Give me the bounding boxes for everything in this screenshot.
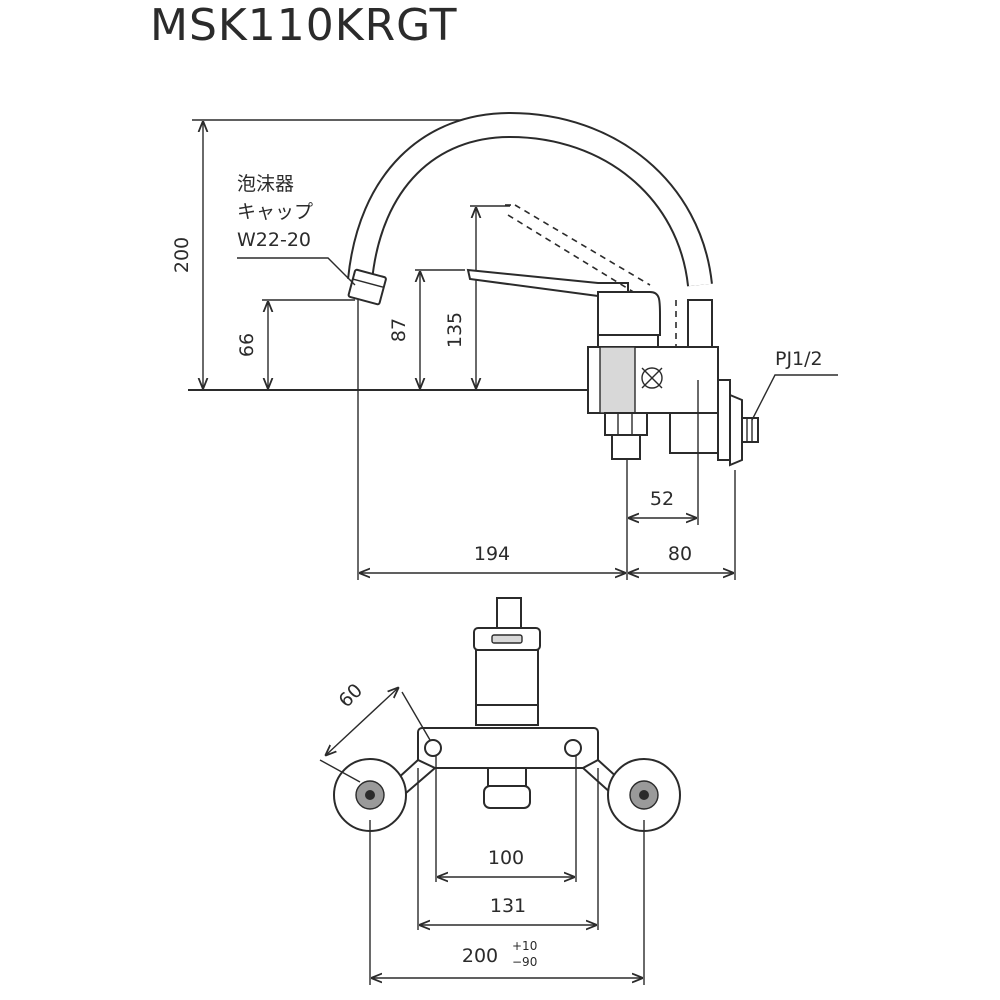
dim-label-80: 80 <box>668 543 692 565</box>
bottom-stem <box>611 434 641 460</box>
ext-line-60-b <box>319 759 361 783</box>
dim-label-52: 52 <box>650 488 674 510</box>
ext-line-60-a <box>401 691 431 741</box>
dim-label-87: 87 <box>388 318 410 342</box>
tol-minus: −90 <box>512 955 537 969</box>
pipe-thread <box>741 417 759 443</box>
front-cartridge-slot <box>491 634 523 644</box>
dim-label-194: 194 <box>474 543 510 565</box>
tol-plus: +10 <box>512 939 537 953</box>
dim-label-135: 135 <box>444 312 466 348</box>
front-top-stem <box>496 597 522 629</box>
aerator-leader <box>237 257 356 286</box>
front-eccentric-left-core <box>365 790 375 800</box>
valve-shade <box>599 346 636 414</box>
dim-label-200: 200 <box>171 237 193 273</box>
dim-line-60 <box>326 688 398 755</box>
cartridge-body <box>597 291 661 336</box>
valve-nut-circle <box>641 367 663 389</box>
dim-label-66: 66 <box>236 333 258 357</box>
dim-label-60: 60 <box>334 679 367 712</box>
aerator-label-3: W22-20 <box>237 229 311 251</box>
front-outlet-ring <box>483 785 531 809</box>
pipe-thread-leader <box>751 374 838 421</box>
front-outlet-nut <box>487 767 527 787</box>
lever-raised-top <box>514 204 651 286</box>
aerator-cap <box>347 268 387 306</box>
model-title: MSK110KRGT <box>150 0 458 51</box>
dim-label-100: 100 <box>488 847 524 869</box>
front-eccentric-right-core <box>639 790 649 800</box>
front-cartridge-body <box>475 649 539 706</box>
front-cartridge-base <box>475 704 539 726</box>
dim-label-131: 131 <box>490 895 526 917</box>
valve-nut-x2 <box>641 367 663 389</box>
wall-bracket <box>669 412 719 454</box>
dim-label-200-bottom: 200 <box>462 945 498 967</box>
aerator-label-2: キャップ <box>237 201 313 223</box>
aerator-label-1: 泡沫器 <box>237 173 294 195</box>
lever-raised-bottom <box>507 214 641 297</box>
spout-fill <box>349 113 711 287</box>
cartridge-ring <box>597 334 659 348</box>
wall-flange <box>729 393 743 467</box>
front-screw-left <box>424 739 442 757</box>
front-screw-right <box>564 739 582 757</box>
bottom-nut <box>604 412 648 436</box>
pipe-thread-label: PJ1/2 <box>775 348 823 370</box>
wall-flange-body <box>717 379 731 461</box>
